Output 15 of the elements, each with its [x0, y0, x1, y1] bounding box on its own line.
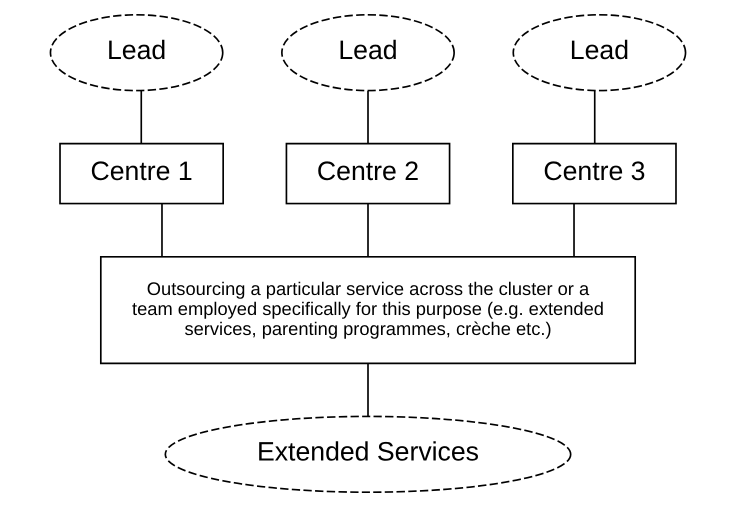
connector — [594, 90, 596, 144]
connector — [573, 204, 575, 257]
node-box: Centre 1 — [59, 142, 224, 204]
node-ellipse: Extended Services — [164, 416, 572, 494]
node-box: Centre 2 — [286, 142, 450, 204]
connector — [161, 204, 163, 257]
connector — [140, 90, 142, 144]
node-box: Centre 3 — [512, 142, 677, 204]
node-ellipse: Lead — [512, 14, 686, 92]
connector — [367, 90, 369, 144]
connector — [367, 204, 369, 257]
node-ellipse: Lead — [50, 14, 224, 92]
node-box: Outsourcing a particular service across the cluster or a team employed specifically for this purpose (e.g. extended services, parenting programmes, crèche etc.) — [100, 256, 636, 364]
connector — [367, 364, 369, 416]
node-ellipse: Lead — [281, 14, 455, 92]
